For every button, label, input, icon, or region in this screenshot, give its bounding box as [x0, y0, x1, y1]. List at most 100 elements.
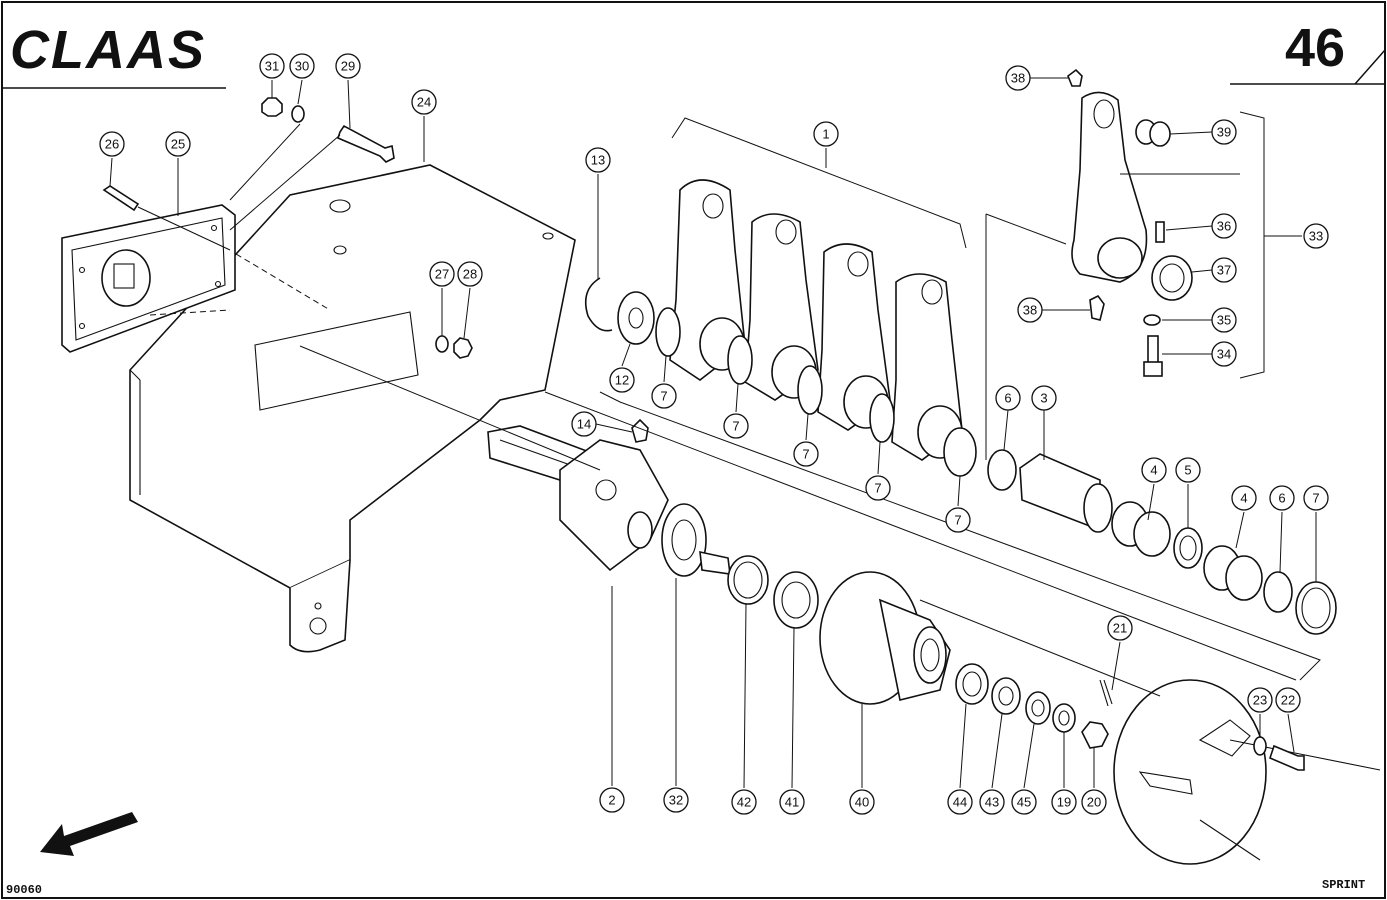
ring-6b	[1263, 571, 1293, 613]
callout: 7	[793, 413, 819, 467]
svg-text:34: 34	[1217, 347, 1231, 362]
callout: 41	[779, 627, 805, 815]
callout: 39	[1169, 119, 1237, 145]
bolt-34	[1143, 335, 1163, 377]
sleeve-3	[1019, 453, 1113, 533]
ring-7b	[727, 335, 753, 385]
header-corner	[1354, 49, 1386, 85]
lever-33	[1071, 91, 1148, 283]
svg-text:39: 39	[1217, 125, 1231, 140]
svg-text:31: 31	[265, 59, 279, 74]
grease-nipple-14	[631, 418, 649, 443]
callouts: 1 2 3 4 4 5 6 6 7 7 7 7 7 7 7 12 13 14 1…	[99, 53, 1329, 815]
drawing-code: 90060	[6, 883, 42, 897]
svg-text:32: 32	[669, 793, 683, 808]
callout: 29	[335, 53, 361, 129]
callout: 43	[979, 713, 1005, 815]
svg-text:6: 6	[1278, 491, 1285, 506]
callout: 44	[947, 703, 973, 815]
callout: 3	[1031, 385, 1057, 460]
ring-7d	[869, 393, 895, 443]
disc	[1113, 679, 1381, 865]
washer-19	[1052, 703, 1076, 733]
callout: 5	[1175, 457, 1201, 528]
callout: 31	[259, 53, 285, 98]
svg-text:1: 1	[822, 127, 829, 142]
callout: 20	[1081, 748, 1107, 815]
callout: 38	[1005, 65, 1068, 91]
svg-text:4: 4	[1240, 491, 1247, 506]
ring-7a	[655, 307, 681, 357]
bushing-37	[1151, 255, 1193, 301]
svg-text:7: 7	[660, 389, 667, 404]
callout: 33	[1303, 223, 1329, 249]
callout: 7	[865, 441, 891, 501]
svg-text:38: 38	[1011, 71, 1025, 86]
callout: 26	[99, 131, 125, 187]
ring-6a	[987, 449, 1017, 491]
cotter-pin-21	[1099, 679, 1113, 707]
callout: 42	[731, 603, 757, 815]
svg-text:6: 6	[1004, 391, 1011, 406]
svg-text:29: 29	[341, 59, 355, 74]
svg-text:7: 7	[954, 513, 961, 528]
model-name: SPRINT	[1322, 878, 1365, 892]
svg-text:28: 28	[463, 267, 477, 282]
svg-text:19: 19	[1057, 795, 1071, 810]
bearing-41	[773, 571, 819, 629]
page-number: 46	[1285, 18, 1345, 78]
callout: 36	[1165, 213, 1237, 239]
callout: 6	[1269, 485, 1295, 573]
callout: 7	[723, 383, 749, 439]
svg-text:25: 25	[171, 137, 185, 152]
svg-text:33: 33	[1309, 229, 1323, 244]
pin-36	[1155, 221, 1165, 243]
svg-text:38: 38	[1023, 303, 1037, 318]
svg-text:30: 30	[295, 59, 309, 74]
nut-20	[1081, 721, 1109, 749]
callout: 7	[945, 475, 971, 533]
callout: 32	[663, 578, 689, 813]
svg-text:21: 21	[1113, 621, 1127, 636]
callout: 24	[411, 89, 437, 162]
nut-28	[453, 337, 473, 359]
svg-text:35: 35	[1217, 313, 1231, 328]
svg-text:12: 12	[615, 373, 629, 388]
bushing-39	[1135, 119, 1171, 147]
callout: 22	[1275, 687, 1301, 753]
svg-text:22: 22	[1281, 693, 1295, 708]
callout: 4	[1231, 485, 1257, 549]
nut-43	[991, 677, 1021, 715]
grease-nipple-38a	[1067, 68, 1083, 87]
svg-text:37: 37	[1217, 263, 1231, 278]
svg-text:20: 20	[1087, 795, 1101, 810]
callout: 6	[995, 385, 1021, 451]
ring-7f	[1295, 581, 1337, 635]
svg-text:2: 2	[608, 793, 615, 808]
callout: 45	[1011, 723, 1037, 815]
svg-text:5: 5	[1184, 463, 1191, 478]
callout: 30	[289, 53, 315, 105]
svg-text:41: 41	[785, 795, 799, 810]
svg-text:45: 45	[1017, 795, 1031, 810]
seal-42	[727, 555, 769, 605]
callout: 35	[1162, 307, 1237, 333]
washer-45	[1025, 691, 1051, 725]
svg-text:27: 27	[435, 267, 449, 282]
washer-12	[617, 291, 655, 345]
callout: 23	[1247, 687, 1273, 738]
callout: 38	[1017, 297, 1090, 323]
bolt-29	[229, 124, 395, 231]
callout: 19	[1051, 732, 1077, 815]
svg-text:7: 7	[732, 419, 739, 434]
callout: 27	[429, 261, 455, 336]
svg-text:4: 4	[1150, 463, 1157, 478]
arrow-down-left-icon	[40, 812, 138, 856]
washer-23	[1253, 736, 1267, 756]
svg-text:7: 7	[1312, 491, 1319, 506]
svg-text:43: 43	[985, 795, 999, 810]
callout: 7	[1303, 485, 1329, 582]
ring-7e	[943, 427, 977, 477]
